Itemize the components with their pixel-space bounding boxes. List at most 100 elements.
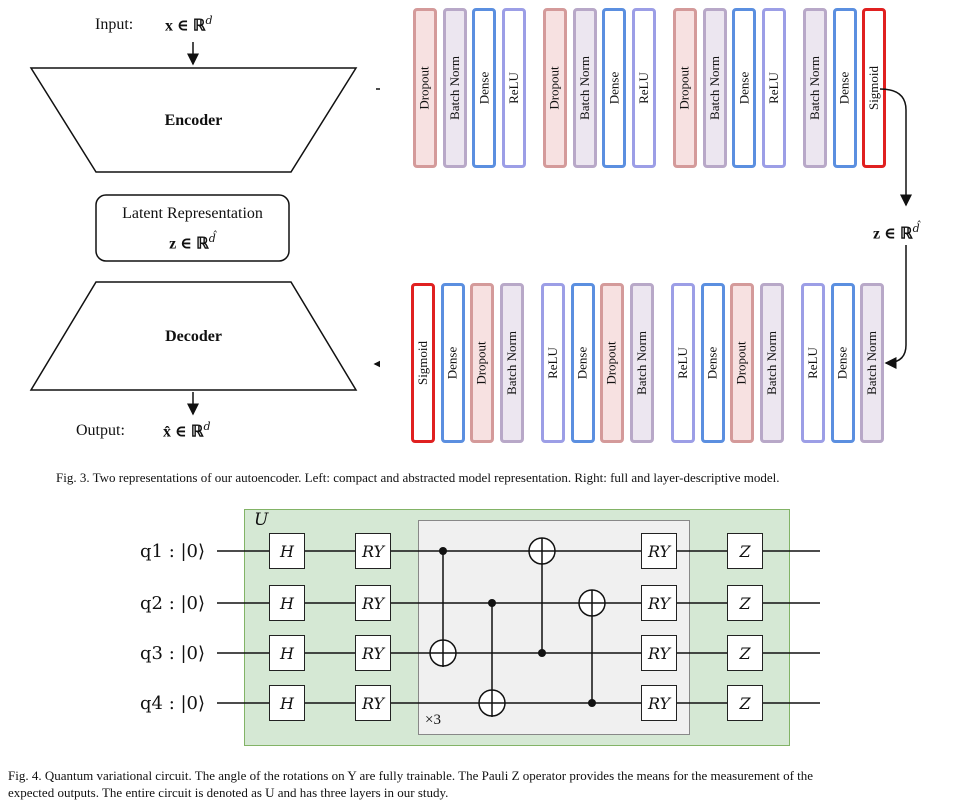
output-math: x̂ ∈ ℝd — [163, 420, 211, 441]
layer-dense: Dense — [700, 283, 725, 443]
layer-batch-norm: Batch Norm — [629, 283, 654, 443]
z-gate-label: Z — [739, 541, 751, 561]
layer-label: Dropout — [547, 66, 562, 110]
layer-dropout: Dropout — [600, 283, 624, 443]
qubit-label-q4: q4 : |0⟩ — [140, 693, 206, 714]
ry-gate: RY — [355, 585, 391, 621]
layer-label: Dense — [704, 346, 720, 380]
layer-label: ReLU — [545, 347, 560, 379]
layer-label: Batch Norm — [633, 331, 649, 395]
encoder-trapezoid — [29, 67, 358, 173]
layer-label: Dropout — [677, 66, 692, 110]
ry-gate-label: RY — [647, 593, 671, 613]
z-label: z ∈ ℝd̂ — [873, 222, 920, 243]
h-gate-label: H — [280, 541, 294, 561]
latent-connector — [879, 88, 912, 369]
layer-label: Dense — [834, 346, 850, 380]
z-gate: Z — [727, 585, 763, 621]
layer-label: Dense — [606, 71, 621, 105]
layer-relu: ReLU — [761, 8, 786, 168]
layer-dense: Dense — [732, 8, 756, 168]
h-gate: H — [269, 685, 305, 721]
layer-label: ReLU — [505, 72, 521, 104]
layer-relu: ReLU — [631, 8, 656, 168]
layer-batch-norm: Batch Norm — [860, 283, 884, 443]
layer-dense: Dense — [440, 283, 465, 443]
input-math: x ∈ ℝd — [165, 14, 213, 35]
cnot-control-dot — [538, 649, 546, 657]
layer-dropout: Dropout — [673, 8, 697, 168]
z-gate-label: Z — [739, 643, 751, 663]
layer-label: Batch Norm — [763, 331, 779, 395]
layer-dense: Dense — [570, 283, 595, 443]
layer-label: Dropout — [417, 66, 432, 110]
ry-gate-label: RY — [361, 693, 385, 713]
ry-gate-label: RY — [647, 541, 671, 561]
z-gate: Z — [727, 635, 763, 671]
layer-dropout: Dropout — [413, 8, 437, 168]
layer-label: Dense — [444, 346, 460, 380]
layer-dense: Dense — [830, 283, 855, 443]
h-gate: H — [269, 533, 305, 569]
layer-batch-norm: Batch Norm — [803, 8, 827, 168]
layer-label: Batch Norm — [576, 56, 592, 120]
layer-label: Dropout — [604, 341, 619, 385]
layer-label: Dropout — [734, 341, 749, 385]
h-gate-label: H — [280, 693, 294, 713]
ry-gate: RY — [641, 685, 677, 721]
h-gate: H — [269, 585, 305, 621]
qubit-label-q2: q2 : |0⟩ — [140, 593, 206, 614]
ry-gate-label: RY — [361, 541, 385, 561]
latent-title: Latent Representation — [122, 205, 263, 222]
qubit-label-q3: q3 : |0⟩ — [140, 643, 206, 664]
h-gate-label: H — [280, 593, 294, 613]
cnot-control-dot — [439, 547, 447, 555]
qubit-label-q1: q1 : |0⟩ — [140, 541, 206, 562]
ry-gate: RY — [641, 585, 677, 621]
layer-dropout: Dropout — [470, 283, 494, 443]
ry-gate-label: RY — [647, 693, 671, 713]
layer-label: Batch Norm — [446, 56, 462, 120]
layer-dense: Dense — [472, 8, 496, 168]
layer-dropout: Dropout — [543, 8, 567, 168]
layer-batch-norm: Batch Norm — [759, 283, 784, 443]
layer-batch-norm: Batch Norm — [702, 8, 727, 168]
layer-label: Dense — [736, 71, 751, 105]
latent-math: z ∈ ℝd̂ — [169, 232, 216, 253]
layer-dropout: Dropout — [730, 283, 754, 443]
input-label: Input: — [95, 16, 134, 33]
layer-label: Sigmoid — [415, 340, 431, 386]
layer-label: Dense — [836, 71, 852, 105]
layer-label: ReLU — [635, 72, 651, 104]
decoder-label: Decoder — [165, 328, 222, 345]
ry-gate-label: RY — [361, 643, 385, 663]
layer-batch-norm: Batch Norm — [499, 283, 524, 443]
layer-label: ReLU — [675, 347, 690, 379]
layer-batch-norm: Batch Norm — [572, 8, 597, 168]
layer-relu: ReLU — [671, 283, 695, 443]
u-label: U — [254, 510, 269, 530]
layer-label: Dropout — [474, 341, 489, 385]
layer-label: Dense — [476, 71, 491, 105]
layer-label: Batch Norm — [503, 331, 519, 395]
layer-dense: Dense — [602, 8, 626, 168]
ry-gate: RY — [641, 635, 677, 671]
latent-box — [95, 194, 290, 262]
decoder-trapezoid — [29, 281, 358, 391]
ry-gate: RY — [355, 635, 391, 671]
z-gate-label: Z — [739, 693, 751, 713]
output-label: Output: — [76, 422, 125, 439]
layer-relu: ReLU — [801, 283, 825, 443]
cnot-control-dot — [588, 699, 596, 707]
repeat-label: ×3 — [425, 712, 441, 728]
layer-sigmoid: Sigmoid — [862, 8, 886, 168]
ry-gate-label: RY — [361, 593, 385, 613]
h-gate: H — [269, 635, 305, 671]
layer-sigmoid: Sigmoid — [411, 283, 435, 443]
z-gate: Z — [727, 685, 763, 721]
layer-label: Batch Norm — [807, 56, 822, 120]
ry-gate-label: RY — [647, 643, 671, 663]
ry-gate: RY — [355, 533, 391, 569]
ry-gate: RY — [355, 685, 391, 721]
layer-label: Batch Norm — [706, 56, 722, 120]
